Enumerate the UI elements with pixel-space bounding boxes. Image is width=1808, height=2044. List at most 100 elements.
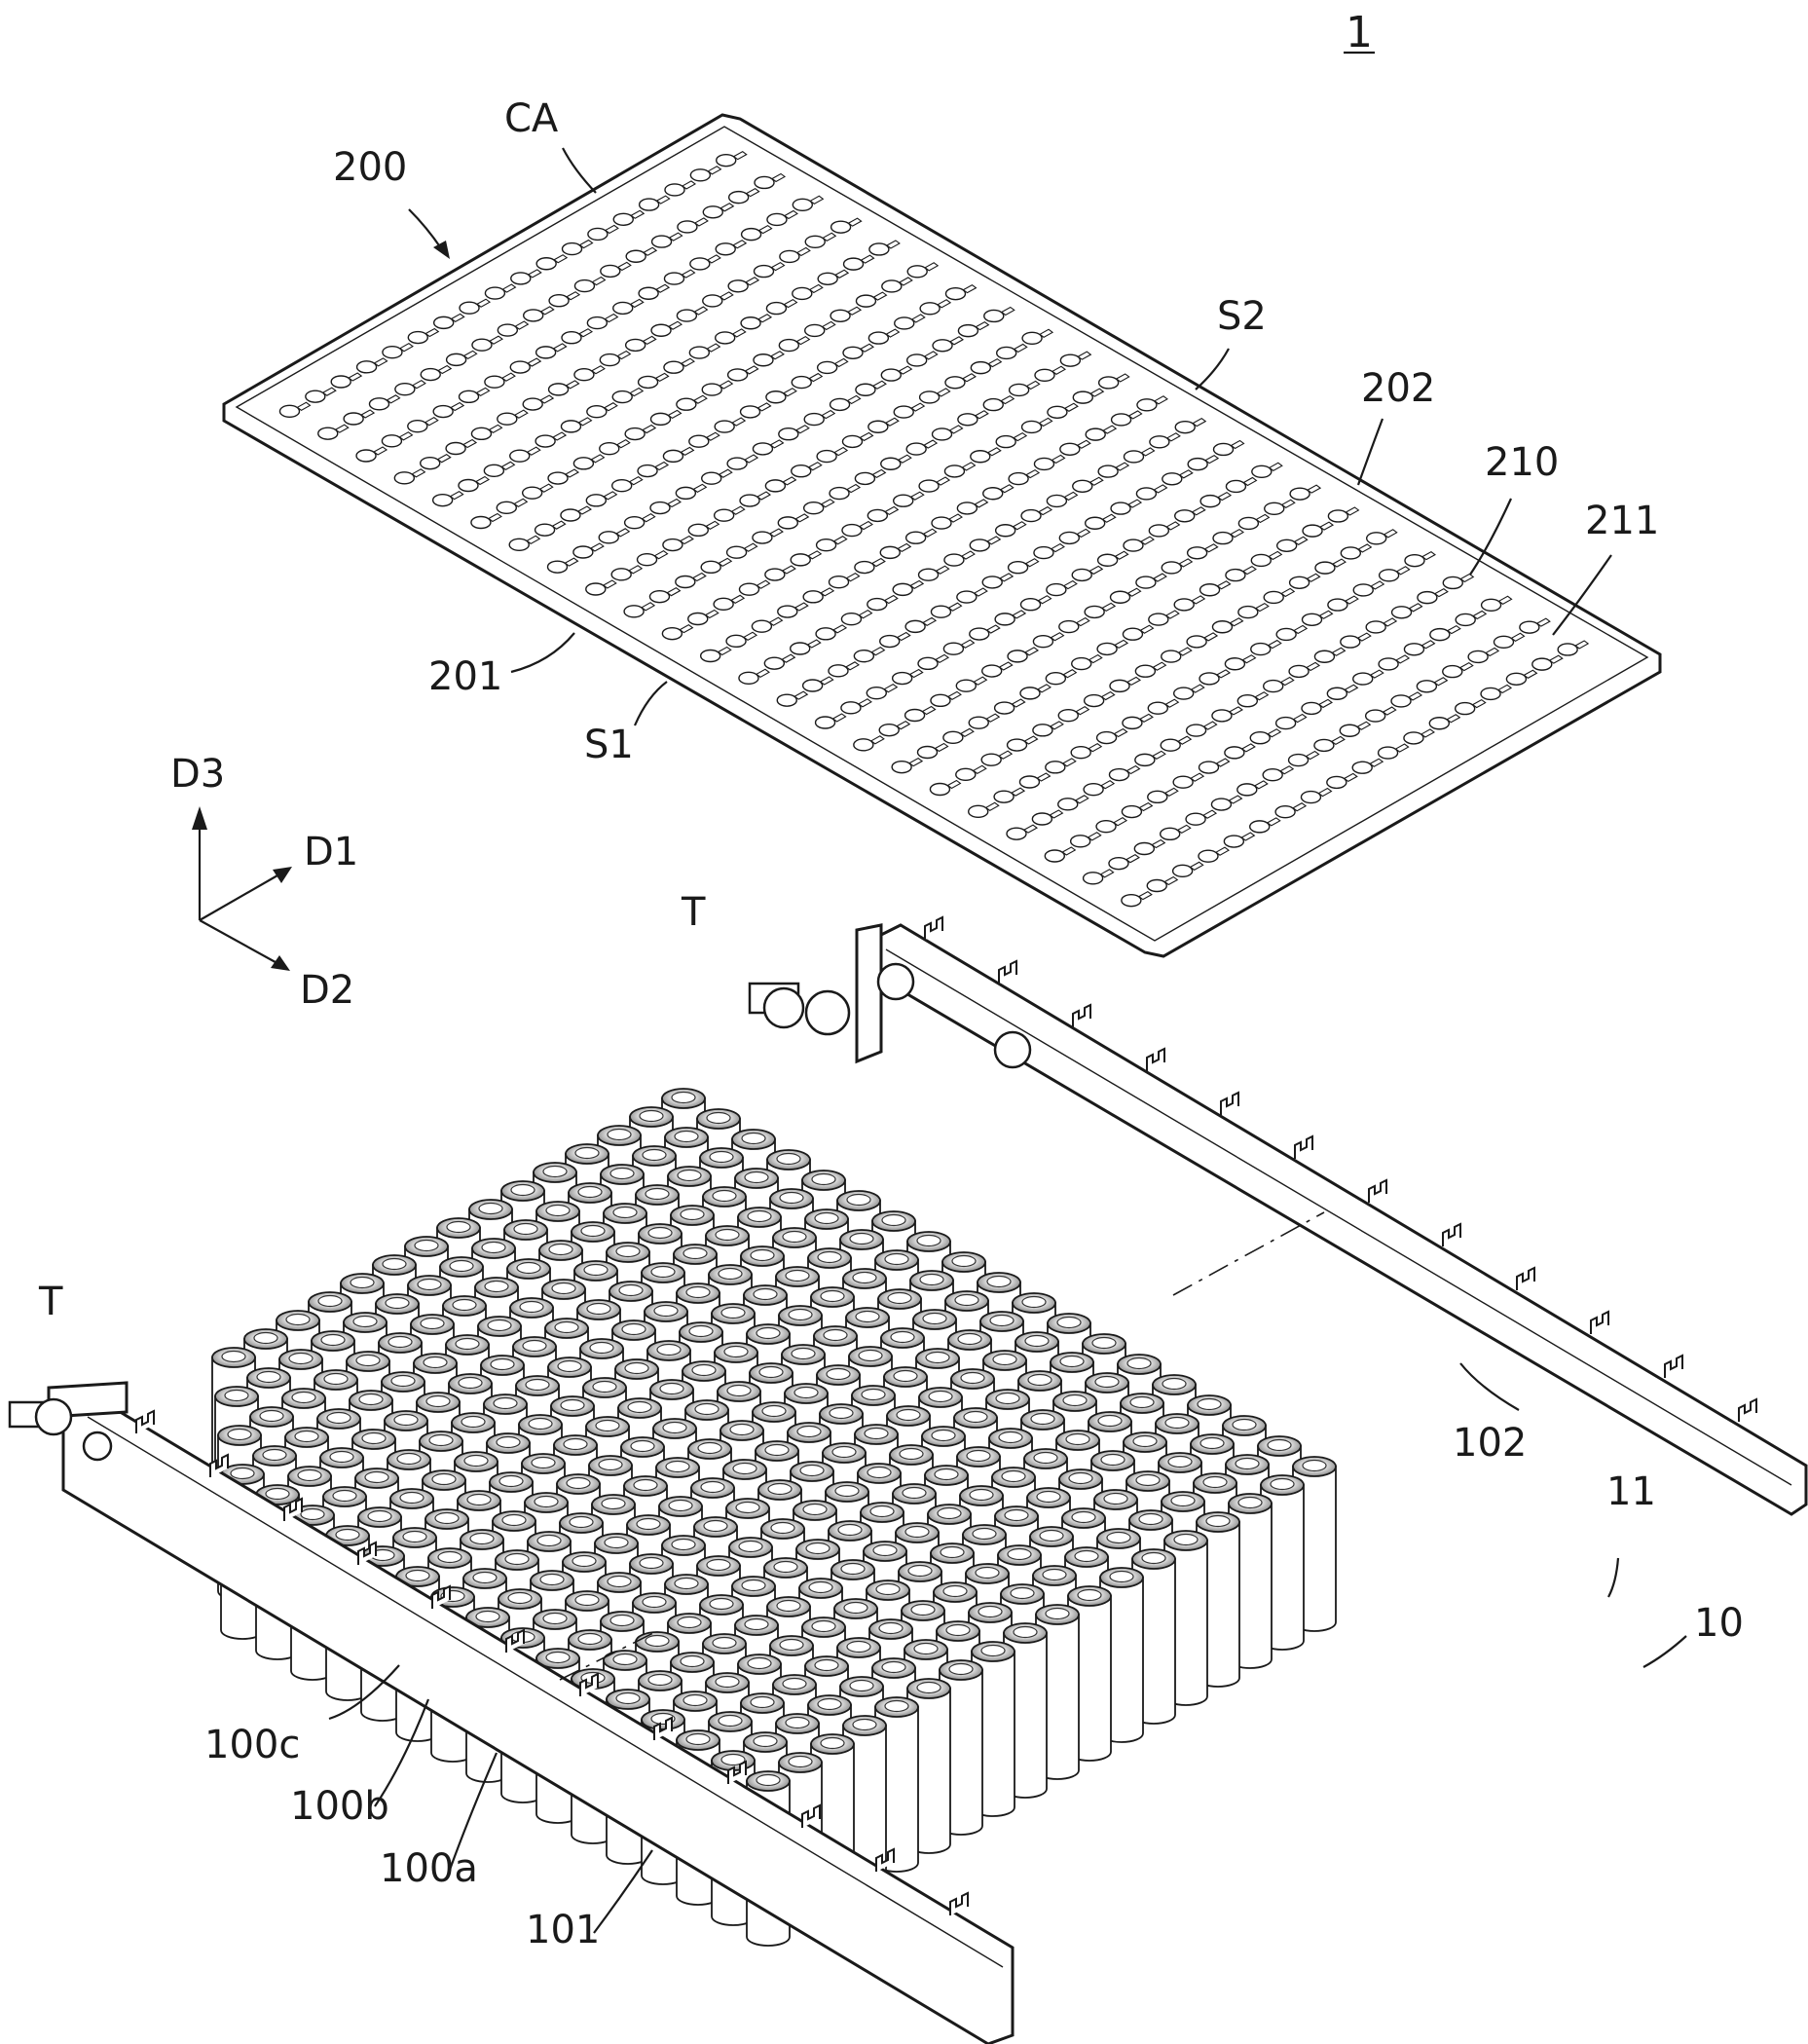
plate-connector-tab: [1305, 750, 1320, 761]
cell-terminal-11: [992, 1353, 1017, 1366]
plate-connector-tab: [1049, 721, 1064, 730]
plate-connector-tab: [1203, 543, 1219, 553]
plate-opening: [917, 656, 939, 671]
cell-terminal-11: [601, 1497, 626, 1510]
plate-opening: [1047, 405, 1068, 419]
cell-terminal-11: [577, 1632, 603, 1646]
plate-connector-tab: [1039, 328, 1054, 338]
plate-connector-tab: [1063, 491, 1079, 502]
plate-connector-tab: [462, 438, 478, 449]
plate-connector-tab: [1088, 565, 1104, 576]
cell-terminal-11: [674, 1130, 699, 1143]
plate-connector-tab: [808, 283, 824, 294]
cell-terminal-11: [618, 1283, 644, 1297]
plate-opening: [905, 353, 928, 367]
plate-connector-tab: [681, 269, 696, 279]
cell-terminal-11: [776, 1599, 801, 1613]
cell-terminal-11: [522, 1339, 547, 1353]
plate-opening: [585, 494, 608, 507]
plate-connector-tab: [986, 536, 1002, 545]
cell-terminal-11: [878, 1621, 904, 1635]
cell-terminal-11: [779, 1638, 804, 1652]
plate-connector-tab: [603, 402, 618, 412]
cell-terminal-11: [551, 1282, 576, 1295]
busbar-102-tab: [1442, 1222, 1461, 1246]
plate-opening: [1072, 479, 1093, 493]
busbar-101-edge: [87, 1416, 1004, 1968]
plate-connector-tab: [1535, 617, 1551, 627]
cell-terminal-11: [595, 1419, 620, 1432]
cell-terminal-11: [805, 1542, 830, 1555]
plate-opening: [752, 442, 774, 456]
plate-connector-tab: [896, 721, 911, 730]
cell-terminal-11: [995, 1392, 1020, 1405]
plate-connector-tab: [1163, 787, 1179, 798]
plate-opening: [993, 790, 1015, 803]
plate-opening: [407, 419, 428, 433]
plate-opening: [1199, 672, 1220, 686]
plate-opening: [662, 449, 684, 464]
plate-connector-tab: [793, 602, 809, 612]
plate-opening: [561, 331, 582, 345]
plate-connector-tab: [693, 306, 709, 316]
plate-connector-tab: [1139, 624, 1155, 634]
plate-opening: [727, 190, 750, 204]
plate-opening: [1045, 761, 1066, 774]
plate-opening: [1045, 672, 1067, 686]
plate-connector-tab: [296, 401, 312, 411]
plate-opening: [1135, 487, 1158, 501]
plate-connector-tab: [1151, 838, 1166, 849]
plate-opening: [496, 501, 517, 515]
plate-connector-tab: [985, 713, 1001, 723]
plate-connector-tab: [822, 232, 837, 242]
plate-connector-tab: [833, 446, 849, 457]
plate-connector-tab: [1164, 698, 1180, 708]
busbar-101-tab: [727, 1760, 747, 1784]
plate-connector-tab: [1446, 714, 1461, 724]
plate-connector-tab: [1369, 669, 1384, 679]
plate-connector-tab: [1025, 380, 1041, 390]
cell-terminal-11: [390, 1374, 416, 1388]
plate-connector-tab: [1024, 647, 1040, 656]
plate-connector-tab: [1137, 891, 1153, 901]
plate-opening: [867, 331, 890, 345]
plate-opening: [612, 212, 634, 226]
plate-connector-tab: [1268, 462, 1283, 471]
plate-opening: [751, 619, 773, 633]
plate-connector-tab: [1241, 565, 1257, 576]
plate-opening: [1340, 635, 1361, 649]
cell-terminal-11: [361, 1431, 387, 1445]
plate-connector-tab: [539, 394, 555, 404]
plate-opening: [764, 479, 787, 493]
plate-opening: [715, 242, 736, 256]
cell-terminal-11: [612, 1206, 638, 1219]
plate-opening: [893, 405, 914, 419]
plate-connector-tab: [973, 676, 988, 686]
plate-connector-tab: [526, 535, 541, 544]
plate-opening: [483, 464, 505, 478]
plate-opening: [1236, 694, 1259, 708]
plate-opening: [458, 478, 479, 493]
plate-opening: [1211, 709, 1233, 723]
plate-connector-tab: [908, 668, 924, 679]
plate-connector-tab: [1292, 713, 1308, 724]
plate-opening: [726, 368, 749, 382]
plate-opening: [407, 330, 429, 345]
plate-connector-tab: [770, 261, 786, 272]
plate-connector-tab: [1240, 743, 1256, 753]
cell-terminal-11: [615, 1245, 641, 1258]
plate-opening: [765, 390, 787, 404]
plate-connector-tab: [641, 513, 656, 523]
cell-terminal-11: [881, 1213, 906, 1227]
plate-opening: [1148, 613, 1169, 626]
plate-opening: [955, 767, 977, 782]
plate-opening: [586, 405, 608, 419]
plate-connector-tab: [922, 528, 938, 538]
cell-terminal-11: [455, 1337, 480, 1351]
plate-opening: [547, 471, 569, 485]
cell-terminal-11: [402, 1530, 427, 1543]
plate-opening: [1224, 746, 1245, 760]
busbar-102-tab: [1220, 1091, 1239, 1115]
plate-connector-tab: [1153, 395, 1168, 405]
label-211: 211: [1585, 499, 1659, 543]
